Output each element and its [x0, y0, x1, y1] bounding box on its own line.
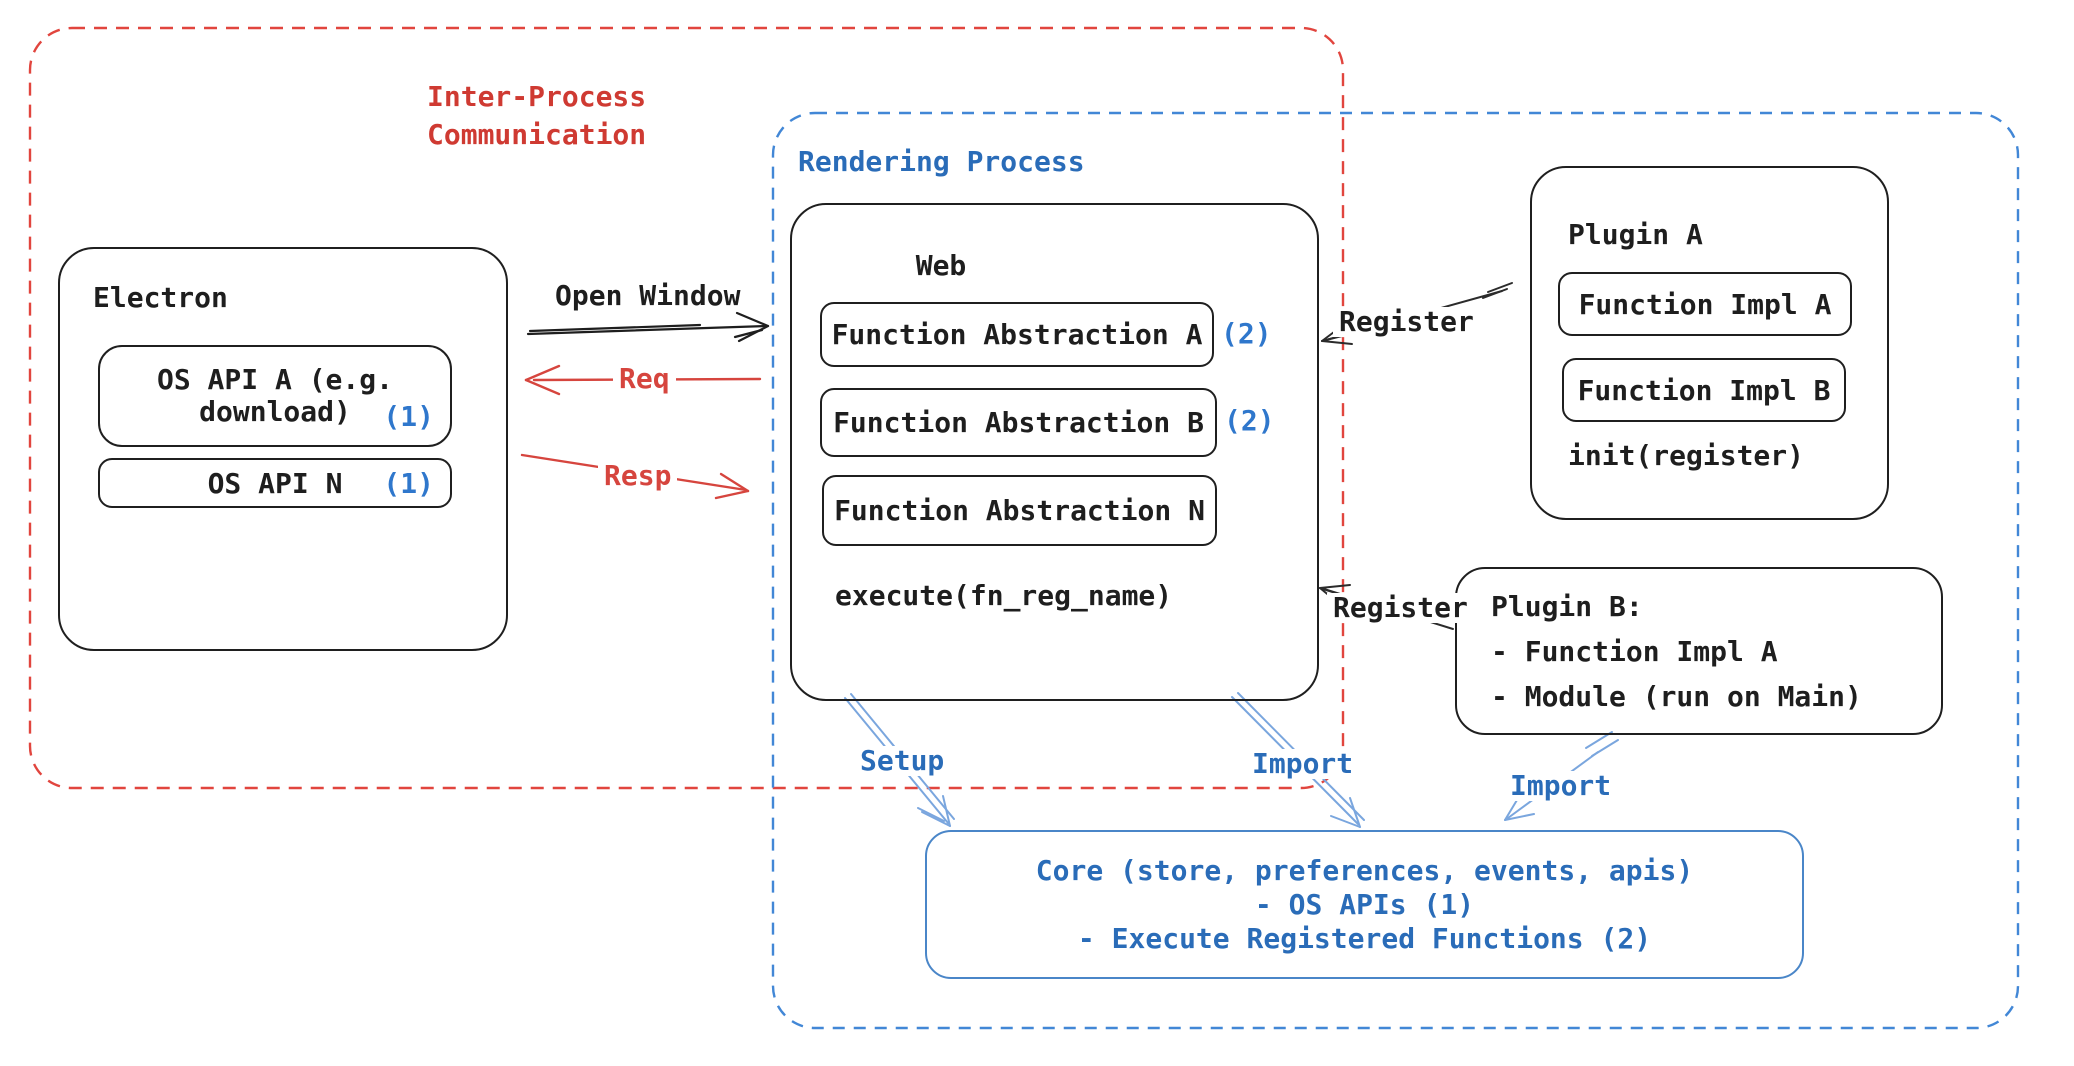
function-abstraction-b-node: Function Abstraction B	[820, 388, 1217, 457]
import-web-label: Import	[1246, 749, 1360, 779]
ipc-title-line2: Communication	[427, 118, 647, 151]
function-abstraction-a-label: Function Abstraction A	[831, 318, 1203, 351]
os-api-n-badge: (1)	[383, 466, 434, 500]
init-register-label: init(register)	[1568, 439, 1805, 472]
plugin-a-node	[1530, 166, 1889, 520]
import-plugin-label: Import	[1504, 771, 1618, 801]
function-abstraction-b-badge: (2)	[1224, 404, 1275, 437]
function-impl-a-label: Function Impl A	[1578, 287, 1832, 321]
rendering-group-title: Rendering Process	[798, 145, 1085, 178]
open-window-arrow	[526, 311, 770, 343]
electron-node	[58, 247, 508, 651]
core-line3: - Execute Registered Functions (2)	[1077, 921, 1652, 955]
electron-title: Electron	[93, 281, 228, 314]
function-abstraction-n-label: Function Abstraction N	[834, 494, 1205, 527]
setup-label: Setup	[854, 746, 951, 776]
function-impl-a-node: Function Impl A	[1558, 272, 1852, 336]
web-node	[790, 203, 1319, 701]
core-line1: Core (store, preferences, events, apis)	[1035, 853, 1694, 887]
os-api-a-node: OS API A (e.g. download) (1)	[98, 345, 452, 447]
register-bottom-label: Register	[1327, 593, 1474, 623]
ipc-group-title: Inter-Process Communication	[427, 78, 646, 154]
ipc-group-border	[28, 26, 1345, 790]
plugin-b-line1: Plugin B:	[1491, 589, 1643, 623]
function-impl-b-node: Function Impl B	[1562, 358, 1846, 422]
plugin-b-line3: - Module (run on Main)	[1491, 679, 1862, 713]
plugin-a-title: Plugin A	[1568, 218, 1703, 251]
rendering-group-border	[771, 111, 2020, 1030]
core-line2: - OS APIs (1)	[1254, 887, 1475, 921]
open-window-label: Open Window	[555, 279, 741, 312]
function-impl-b-label: Function Impl B	[1577, 373, 1831, 407]
resp-label: Resp	[598, 461, 678, 491]
execute-label: execute(fn_reg_name)	[835, 579, 1173, 612]
register-top-label: Register	[1333, 307, 1480, 337]
req-label: Req	[613, 364, 676, 394]
os-api-a-line1: OS API A (e.g.	[156, 363, 393, 396]
function-abstraction-b-label: Function Abstraction B	[833, 406, 1204, 439]
plugin-b-node: Plugin B: - Function Impl A - Module (ru…	[1455, 567, 1943, 735]
plugin-b-line2: - Function Impl A	[1491, 634, 1778, 668]
os-api-a-line2: download)	[199, 395, 351, 428]
function-abstraction-a-badge: (2)	[1221, 317, 1272, 350]
os-api-a-badge: (1)	[383, 400, 434, 433]
function-abstraction-n-node: Function Abstraction N	[822, 475, 1217, 546]
core-node: Core (store, preferences, events, apis) …	[925, 830, 1804, 979]
os-api-n-node: OS API N (1)	[98, 458, 452, 508]
web-title: Web	[915, 249, 967, 282]
function-abstraction-a-node: Function Abstraction A	[820, 302, 1214, 367]
os-api-n-label: OS API N	[207, 466, 343, 500]
ipc-title-line1: Inter-Process	[427, 80, 647, 113]
